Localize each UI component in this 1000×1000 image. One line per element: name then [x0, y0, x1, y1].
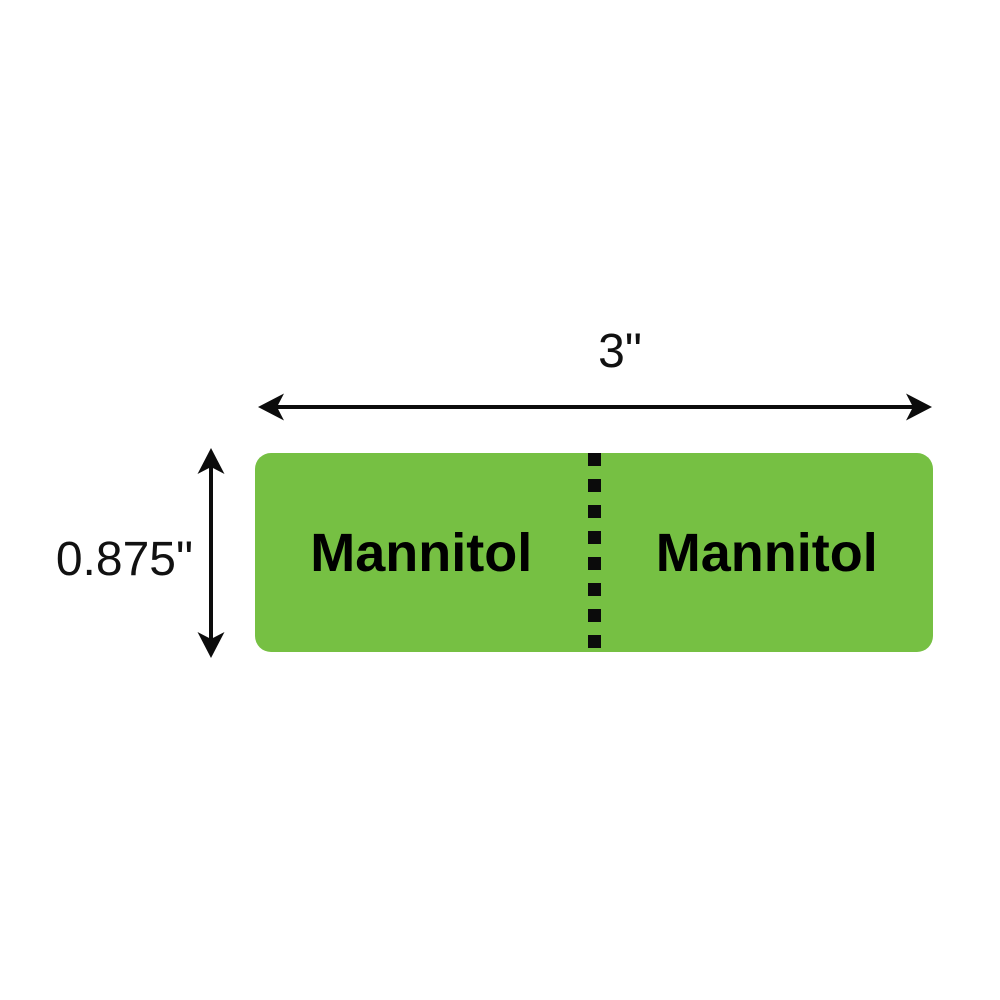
- width-dimension-arrow: [258, 393, 932, 421]
- width-dimension-label: 3": [598, 325, 642, 378]
- arrow-down-head-icon: [197, 632, 225, 658]
- arrow-left-head-icon: [258, 393, 284, 421]
- perforation-dashed-line: [587, 453, 601, 652]
- label-left-section: Mannitol: [255, 453, 588, 652]
- arrow-up-head-icon: [197, 448, 225, 474]
- mannitol-label: Mannitol Mannitol: [255, 453, 933, 652]
- height-dimension-arrow: [197, 448, 225, 658]
- label-right-section: Mannitol: [601, 453, 934, 652]
- label-right-text: Mannitol: [655, 522, 878, 583]
- label-left-text: Mannitol: [310, 522, 533, 583]
- arrow-right-head-icon: [906, 393, 932, 421]
- height-dimension-label: 0.875": [55, 533, 193, 586]
